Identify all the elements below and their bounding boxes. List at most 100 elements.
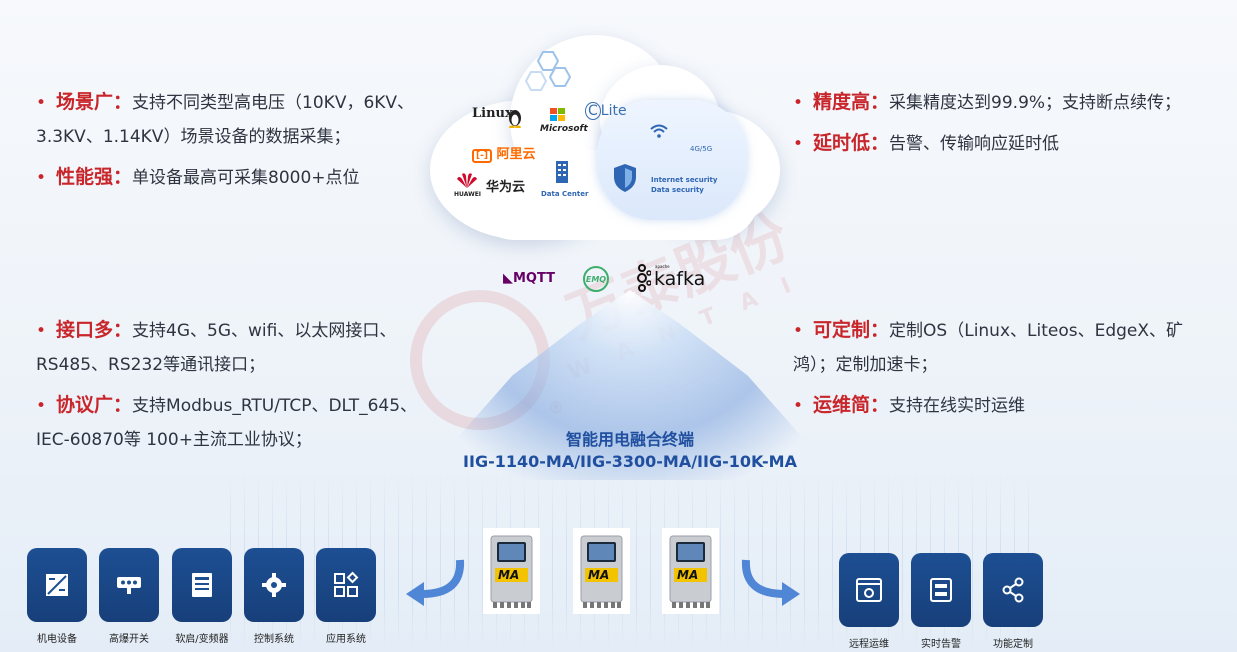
feature-line: • 精度高：采集精度达到99.9%；支持断点续传； bbox=[793, 85, 1181, 120]
feature-line: •运维简：支持在线实时运维 bbox=[793, 388, 1183, 423]
bullet-icon: • bbox=[36, 168, 47, 188]
building-icon bbox=[556, 161, 568, 183]
wifi-icon bbox=[650, 124, 668, 138]
terminal-device-icon bbox=[490, 535, 533, 608]
feature-line: 鸿）；定制加速卡； bbox=[793, 348, 1183, 382]
linux-logo: Linux bbox=[472, 106, 513, 121]
aliyun-logo: [-] 阿里云 bbox=[472, 143, 536, 163]
tile-panel[interactable] bbox=[27, 548, 87, 622]
feature-text: 支持Modbus_RTU/TCP、DLT_645、 bbox=[132, 396, 418, 416]
remote-ops-icon bbox=[856, 578, 882, 602]
feature-line: 3.3KV、1.14KV）场景设备的数据采集； bbox=[36, 120, 414, 154]
bullet-icon: • bbox=[36, 321, 47, 341]
network-label: 4G/5G bbox=[690, 145, 713, 153]
features-right-top: • 精度高：采集精度达到99.9%；支持断点续传； • 延时低：告警、传输响应延时低 bbox=[793, 85, 1181, 161]
feature-text: 3.3KV、1.14KV）场景设备的数据采集； bbox=[36, 127, 351, 147]
bullet-icon: • bbox=[793, 396, 804, 416]
tile-remote-ops[interactable] bbox=[839, 553, 899, 627]
security-panel bbox=[597, 100, 747, 220]
tile-apps[interactable] bbox=[316, 548, 376, 622]
kafka-icon bbox=[637, 264, 651, 292]
bullet-icon: • bbox=[793, 321, 804, 341]
inverter-icon bbox=[192, 573, 212, 597]
bullet-icon: • bbox=[36, 396, 47, 416]
internet-security-label: Internet security bbox=[651, 176, 718, 184]
windows-icon bbox=[550, 108, 565, 121]
feature-line: • 可定制：定制OS（Linux、Liteos、EdgeX、矿 bbox=[793, 313, 1183, 348]
feature-text: 支持在线实时运维 bbox=[889, 396, 1026, 416]
feature-key: 延时低： bbox=[813, 132, 890, 154]
tux-icon bbox=[509, 110, 521, 128]
tile-gear[interactable] bbox=[244, 548, 304, 622]
arrow-left-icon bbox=[406, 559, 465, 606]
hexagon-decoration bbox=[525, 51, 572, 91]
panel-icon bbox=[46, 574, 68, 596]
tile-label: 远程运维 bbox=[849, 639, 889, 650]
feature-key: 接口多： bbox=[56, 319, 133, 341]
tile-alarm[interactable] bbox=[911, 553, 971, 627]
feature-line: RS485、RS232等通讯接口； bbox=[36, 348, 417, 382]
terminal-device: MA bbox=[573, 528, 630, 614]
switch-icon bbox=[117, 577, 141, 594]
feature-key: 协议广： bbox=[56, 394, 133, 416]
terminal-device-icon bbox=[580, 535, 623, 608]
ma-badge: MA bbox=[677, 568, 699, 582]
tile-label: 控制系统 bbox=[254, 634, 294, 645]
feature-key: 场景广： bbox=[56, 91, 133, 113]
arrow-right-icon bbox=[741, 559, 800, 606]
data-security-label: Data security bbox=[651, 186, 704, 194]
bullet-icon: • bbox=[793, 93, 804, 113]
gear-icon bbox=[262, 573, 286, 597]
features-left-top: •场景广：支持不同类型高电压（10KV，6KV、3.3KV、1.14KV）场景设… bbox=[36, 85, 414, 195]
feature-text: 告警、传输响应延时低 bbox=[889, 134, 1060, 154]
feature-line: • 协议广：支持Modbus_RTU/TCP、DLT_645、 bbox=[36, 388, 417, 423]
huawei-icon bbox=[457, 173, 477, 188]
apps-icon bbox=[334, 571, 359, 597]
tile-switch[interactable] bbox=[99, 548, 159, 622]
kafka-label: kafka bbox=[654, 268, 706, 290]
emq-logo: EMQ bbox=[583, 266, 609, 292]
tile-share[interactable] bbox=[983, 553, 1043, 627]
product-model: IIG-1140-MA/IIG-3300-MA/IIG-10K-MA bbox=[463, 452, 797, 471]
huaweicloud-label: 华为云 bbox=[486, 180, 526, 195]
feature-line: • 接口多：支持4G、5G、wifi、以太网接口、 bbox=[36, 313, 417, 348]
terminal-device-icon bbox=[669, 535, 712, 608]
shield-icon bbox=[614, 164, 636, 192]
tile-label: 软启/变频器 bbox=[175, 634, 229, 645]
features-right-bottom: • 可定制：定制OS（Linux、Liteos、EdgeX、矿鸿）；定制加速卡； •… bbox=[793, 313, 1183, 423]
feature-text: 定制OS（Linux、Liteos、EdgeX、矿 bbox=[889, 321, 1184, 341]
apache-label: apache bbox=[655, 264, 670, 269]
feature-key: 精度高： bbox=[813, 91, 890, 113]
tile-label: 功能定制 bbox=[993, 639, 1033, 650]
alarm-icon bbox=[930, 578, 952, 602]
feature-text: IEC-60870等 100+主流工业协议； bbox=[36, 430, 312, 450]
microsoft-label: Microsoft bbox=[540, 124, 588, 134]
feature-key: 可定制： bbox=[813, 319, 890, 341]
ma-badge: MA bbox=[498, 568, 520, 582]
huawei-label: HUAWEI bbox=[454, 191, 482, 198]
terminal-device: MA bbox=[483, 528, 540, 614]
feature-key: 性能强： bbox=[56, 166, 133, 188]
bullet-icon: • bbox=[36, 93, 47, 113]
feature-line: IEC-60870等 100+主流工业协议； bbox=[36, 423, 417, 457]
features-left-bottom: • 接口多：支持4G、5G、wifi、以太网接口、 RS485、RS232等通讯接口… bbox=[36, 313, 417, 457]
product-name: 智能用电融合终端 bbox=[565, 430, 694, 449]
feature-text: 单设备最高可采集8000+点位 bbox=[132, 168, 360, 188]
terminal-device: MA bbox=[662, 528, 719, 614]
mqtt-logo: ◣MQTT bbox=[503, 271, 556, 286]
tile-inverter[interactable] bbox=[172, 548, 232, 622]
feature-text: 支持4G、5G、wifi、以太网接口、 bbox=[132, 321, 397, 341]
feature-text: 采集精度达到99.9%；支持断点续传； bbox=[889, 93, 1182, 113]
tile-label: 高爆开关 bbox=[109, 634, 149, 645]
ma-badge: MA bbox=[588, 568, 610, 582]
tile-label: 应用系统 bbox=[326, 634, 366, 645]
bullet-icon: • bbox=[793, 134, 804, 154]
tile-label: 实时告警 bbox=[921, 639, 961, 650]
share-icon bbox=[1002, 577, 1024, 603]
feature-line: • 延时低：告警、传输响应延时低 bbox=[793, 126, 1181, 161]
feature-text: RS485、RS232等通讯接口； bbox=[36, 355, 266, 375]
feature-line: • 性能强：单设备最高可采集8000+点位 bbox=[36, 160, 414, 195]
feature-text: 鸿）；定制加速卡； bbox=[793, 355, 938, 375]
tile-label: 机电设备 bbox=[37, 634, 77, 645]
